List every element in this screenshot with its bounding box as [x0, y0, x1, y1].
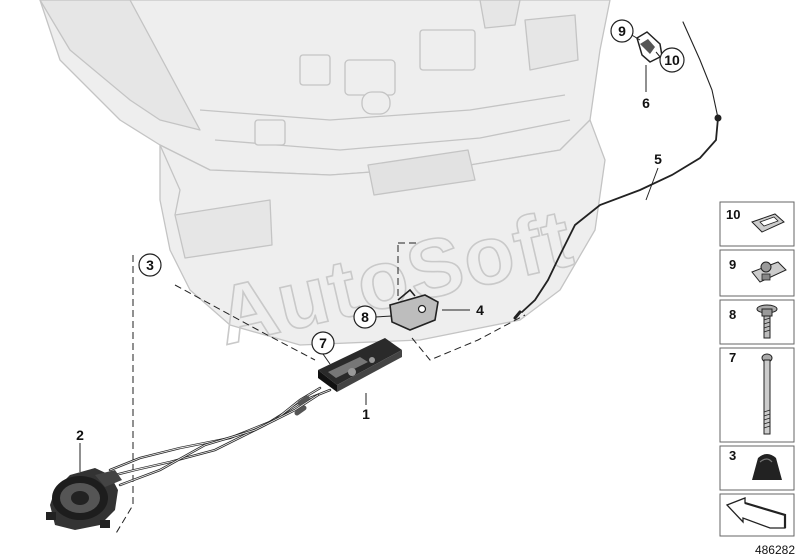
legend-number-9: 9 [729, 257, 736, 272]
legend-number-10: 10 [726, 207, 740, 222]
lock-cables [108, 386, 332, 487]
callout-2-label: 2 [76, 427, 84, 443]
callout-3-label: 3 [146, 257, 154, 273]
legend-row-arrow [719, 493, 795, 537]
legend-row-8: 8 [719, 299, 795, 345]
legend-row-7: 7 [719, 347, 795, 443]
parts-legend: 10 9 8 [719, 201, 795, 537]
clip-icon [751, 213, 785, 233]
callout-8-label: 8 [361, 309, 369, 325]
callout-10: 10 [659, 47, 685, 73]
legend-row-10: 10 [719, 201, 795, 247]
callout-4: 4 [476, 302, 484, 318]
soft-close-actuator [46, 468, 122, 530]
expanding-nut-icon [751, 261, 787, 283]
diagram-id: 486282 [755, 543, 795, 557]
callout-10-label: 10 [664, 52, 680, 68]
callout-1-label: 1 [362, 406, 370, 422]
legend-row-9: 9 [719, 249, 795, 297]
callout-2: 2 [76, 427, 84, 443]
release-cable [513, 21, 722, 320]
bolt-icon [756, 304, 778, 339]
callout-7-label: 7 [319, 335, 327, 351]
callout-6-label: 6 [642, 95, 650, 111]
legend-number-7: 7 [729, 350, 736, 365]
cap-nut-icon [752, 454, 782, 480]
tailgate-lock [318, 338, 402, 392]
legend-number-8: 8 [729, 307, 736, 322]
callout-9: 9 [610, 19, 634, 43]
callout-1: 1 [362, 406, 370, 422]
callout-8: 8 [353, 305, 377, 329]
legend-number-3: 3 [729, 448, 736, 463]
release-handle [636, 31, 663, 63]
callout-4-label: 4 [476, 302, 484, 318]
long-screw-icon [761, 353, 773, 435]
striker-bracket [389, 288, 439, 331]
callout-6: 6 [642, 95, 650, 111]
callout-9-label: 9 [618, 23, 626, 39]
legend-row-3: 3 [719, 445, 795, 491]
tailgate-outline [39, 0, 611, 346]
callout-5-label: 5 [654, 151, 662, 167]
callout-5: 5 [654, 151, 662, 167]
dashed-reference-lines [114, 242, 526, 536]
arrow-icon [725, 497, 787, 529]
callout-3: 3 [138, 253, 162, 277]
callout-7: 7 [311, 331, 335, 355]
